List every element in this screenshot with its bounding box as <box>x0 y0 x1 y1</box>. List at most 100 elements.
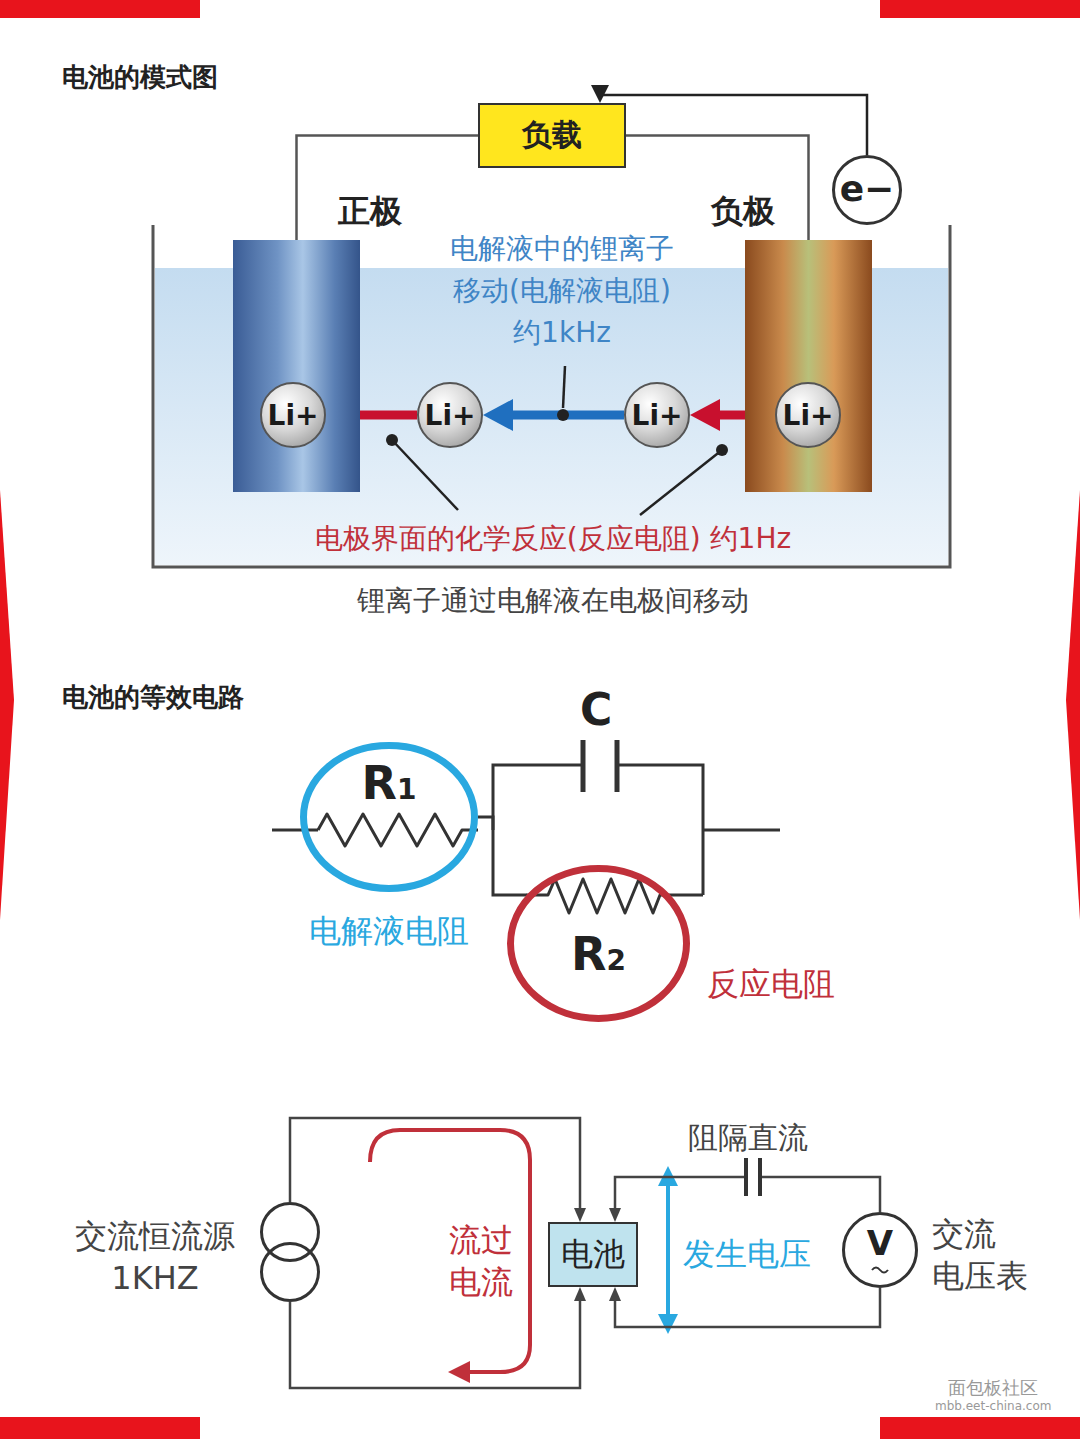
circuit-wire <box>703 829 780 832</box>
leader-line <box>563 366 565 408</box>
watermark: mbb.eet-china.com <box>935 1399 1051 1413</box>
annotation: 电极界面的化学反应(反应电阻) 约1Hz <box>203 520 903 558</box>
voltage-arrow <box>666 1184 670 1316</box>
voltage-arrow <box>658 1314 678 1334</box>
resistor-circle: R2反应电阻 <box>507 865 690 1022</box>
source-label: 交流恒流源 1KHZ <box>62 1216 248 1299</box>
voltmeter-outline <box>844 1214 917 1287</box>
component-label: C <box>580 684 612 735</box>
annotation: 电解液中的锂离子 移动(电解液电阻) 约1kHz <box>422 228 702 354</box>
leader-line <box>392 440 458 510</box>
positive-electrode: 正极 <box>233 240 360 492</box>
source-circle <box>262 1244 319 1301</box>
lithium-ion: Li+ <box>417 382 483 448</box>
ac-symbol <box>872 1268 888 1273</box>
connector-line <box>600 86 867 155</box>
electrolyte-container <box>153 225 950 567</box>
meter-label: 交流 电压表 <box>932 1214 1050 1297</box>
flow-label: 发生电压 <box>683 1233 811 1277</box>
leader-line <box>392 366 722 515</box>
resistor-circle: R1电解液电阻 <box>300 742 478 892</box>
connector-line <box>615 1288 880 1327</box>
arrowhead <box>574 1208 586 1222</box>
ion-label: Li+ <box>632 399 683 432</box>
arrowhead <box>609 1287 621 1301</box>
leader-dot <box>716 444 728 456</box>
resistor-symbol <box>272 814 703 913</box>
connector <box>290 1118 586 1222</box>
electron-label: e− <box>840 168 895 213</box>
current-flow-arrow <box>370 1130 530 1383</box>
connector <box>297 136 479 241</box>
connector <box>626 136 809 241</box>
ion-label: Li+ <box>425 399 476 432</box>
component-label: R1 <box>300 756 478 810</box>
capacitor-symbol <box>747 1168 759 1186</box>
resistor-symbol <box>318 814 478 846</box>
voltmeter: V交流 电压表 <box>842 1212 918 1288</box>
resistor-description: 反应电阻 <box>707 963 835 1007</box>
electrode-label: 正极 <box>338 190 402 234</box>
watermark: 面包板社区 <box>948 1376 1038 1400</box>
section-title: 电池的等效电路 <box>62 680 244 715</box>
resistor-symbol <box>272 829 318 832</box>
battery-box: 电池 <box>548 1222 638 1287</box>
circuit-wire <box>493 765 583 830</box>
red-frame-decoration <box>880 1417 1080 1439</box>
connector-line <box>290 1118 580 1209</box>
capacitor-symbol <box>615 740 620 792</box>
connector-line <box>478 817 527 895</box>
capacitor-symbol <box>583 740 617 792</box>
red-frame-decoration <box>0 1417 200 1439</box>
component-label: R2 <box>507 927 690 981</box>
leader-line <box>640 450 722 515</box>
connector <box>591 85 867 155</box>
electron-circle-outline <box>834 157 901 224</box>
lithium-ion: Li+ <box>260 382 326 448</box>
meter-symbol: V <box>867 1223 893 1277</box>
connector-line <box>355 411 417 420</box>
leader-dot <box>557 409 569 421</box>
negative-electrode: 负极 <box>745 240 872 492</box>
connector <box>290 1287 586 1388</box>
load-label: 负载 <box>522 115 582 156</box>
connector-line <box>297 136 479 241</box>
electron-circle: e− <box>832 155 902 225</box>
red-frame-decoration <box>880 0 1080 18</box>
connector-line <box>626 136 809 241</box>
load-box: 负载 <box>478 103 626 168</box>
arrowhead <box>690 399 720 431</box>
capacitor-symbol <box>758 1158 762 1196</box>
capacitor-symbol <box>744 1158 748 1196</box>
arrowhead <box>609 1208 621 1222</box>
red-frame-decoration <box>0 490 14 920</box>
current-source: 交流恒流源 1KHZ <box>260 1202 320 1302</box>
arrowhead <box>574 1287 586 1301</box>
arrowhead <box>483 399 513 431</box>
component-label: 阻隔直流 <box>688 1118 808 1159</box>
current-source-outline <box>260 1202 320 1302</box>
connector <box>483 399 624 431</box>
battery-label: 电池 <box>561 1233 625 1277</box>
electrolyte-container <box>153 225 950 567</box>
lithium-ion: Li+ <box>775 382 841 448</box>
voltage-arrow <box>658 1166 678 1334</box>
leader-dot <box>386 434 398 446</box>
lithium-ion: Li+ <box>624 382 690 448</box>
capacitor-symbol <box>581 740 586 792</box>
flow-label: 流过 电流 <box>444 1220 518 1303</box>
ion-label: Li+ <box>268 399 319 432</box>
connector-line <box>290 1300 580 1388</box>
electrode-label: 负极 <box>711 190 775 234</box>
capacitor-symbol <box>746 1158 760 1196</box>
figure-caption: 锂离子通过电解液在电极间移动 <box>253 582 853 620</box>
ion-label: Li+ <box>783 399 834 432</box>
red-frame-decoration <box>0 0 200 18</box>
current-flow-arrow <box>370 1130 530 1372</box>
figure-title: 电池的模式图 <box>62 60 218 95</box>
current-flow-arrow <box>448 1361 470 1383</box>
connector <box>478 817 527 895</box>
red-frame-decoration <box>1066 490 1080 920</box>
